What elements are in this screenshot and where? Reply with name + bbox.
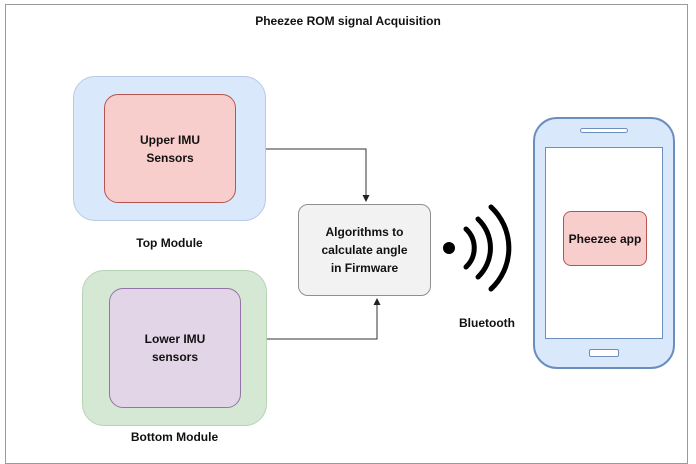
top-module-to-algorithm-arrow (266, 148, 370, 202)
pheezee-app-box: Pheezee app (563, 211, 647, 266)
phone-screen: Pheezee app (545, 147, 663, 339)
lower-imu-sensors-box: Lower IMU sensors (109, 288, 241, 408)
bottom-module: Lower IMU sensors (82, 270, 267, 426)
top-module-caption: Top Module (136, 236, 203, 250)
phone-home-button (589, 349, 619, 357)
top-module: Upper IMU Sensors (73, 76, 266, 221)
diagram-title: Pheezee ROM signal Acquisition (255, 14, 441, 28)
bottom-module-caption: Bottom Module (130, 430, 219, 444)
wireless-signal-icon (443, 204, 512, 292)
bluetooth-label: Bluetooth (459, 316, 515, 330)
phone-speaker (580, 128, 628, 133)
bottom-module-to-algorithm-arrow (267, 298, 381, 340)
algorithm-box: Algorithms to calculate angle in Firmwar… (298, 204, 431, 296)
upper-imu-sensors-box: Upper IMU Sensors (104, 94, 236, 203)
smartphone-icon: Pheezee app (533, 117, 675, 369)
